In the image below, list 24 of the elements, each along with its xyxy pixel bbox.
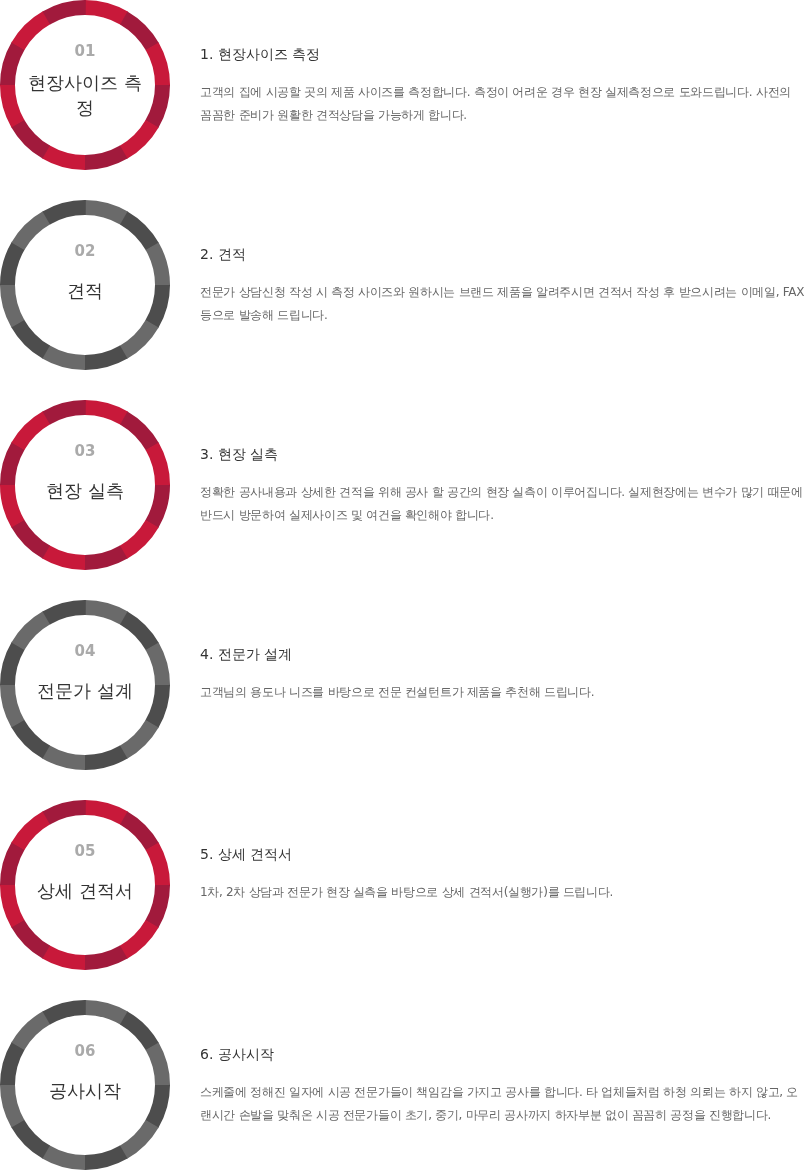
step-title: 현장사이즈 측정 <box>28 71 142 120</box>
step-description: 정확한 공사내용과 상세한 견적을 위해 공사 할 공간의 현장 실측이 이루어집니다. 실제현장에는 변수가 많기 때문에 반드시 방문하여 실제사이즈 및 여건을 확인해야 합니다. <box>200 484 804 524</box>
step-number: 06 <box>73 1042 97 1060</box>
step-title: 전문가 설계 <box>36 679 134 703</box>
step-description: 고객님의 용도나 니즈를 바탕으로 전문 컨설턴트가 제품을 추천해 드립니다. <box>200 684 596 701</box>
step-heading: 2. 견적 <box>200 246 247 264</box>
step-description: 1차, 2차 상담과 전문가 현장 실측을 바탕으로 상세 견적서(실행가)를 드립니다. <box>200 884 615 901</box>
step-number: 04 <box>73 642 97 660</box>
step-heading: 1. 현장사이즈 측정 <box>200 46 322 64</box>
step-title: 공사시작 <box>48 1079 122 1103</box>
step-number: 05 <box>73 842 97 860</box>
step-description: 전문가 상담신청 작성 시 측정 사이즈와 원하시는 브랜드 제품을 알려주시면 견적서 작성 후 받으시려는 이메일, FAX 등으로 발송해 드립니다. <box>200 284 805 324</box>
step-heading: 6. 공사시작 <box>200 1046 275 1064</box>
step-heading: 4. 전문가 설계 <box>200 646 294 664</box>
step-heading: 3. 현장 실측 <box>200 446 280 464</box>
step-heading: 5. 상세 견적서 <box>200 846 294 864</box>
step-title: 견적 <box>66 279 104 303</box>
step-number: 02 <box>73 242 97 260</box>
step-title: 현장 실측 <box>45 479 125 503</box>
step-title: 상세 견적서 <box>36 879 134 903</box>
step-description: 스케줄에 정해진 일자에 시공 전문가들이 책임감을 가지고 공사를 합니다. 타 업체들처럼 하청 의뢰는 하지 않고, 오랜시간 손발을 맞춰온 시공 전문가들이 초기, 중기, 마무리 공사까지 하자부분 없이 꼼꼼히 공정을 진행합니다. <box>200 1084 799 1124</box>
step-number: 01 <box>73 42 97 60</box>
step-description: 고객의 집에 시공할 곳의 제품 사이즈를 측정합니다. 측정이 어려운 경우 현장 실제측정으로 도와드립니다. 사전의 꼼꼼한 준비가 원활한 견적상담을 가능하게 합니다. <box>200 84 792 124</box>
step-number: 03 <box>73 442 97 460</box>
